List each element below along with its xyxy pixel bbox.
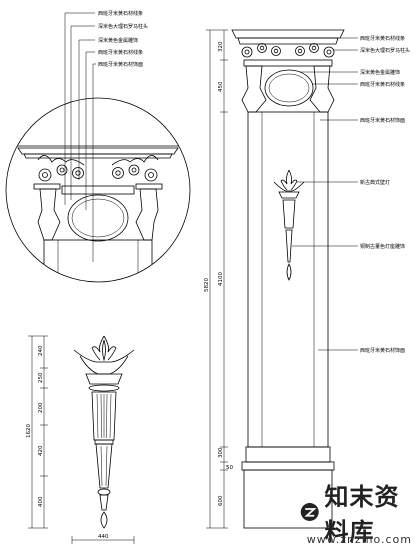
watermark: 知末资料库 www.znzmo.com [300,483,418,555]
lamp-dim-2: 250 [38,372,44,383]
column-label-6: 新古典式壁灯 [360,179,390,186]
detail-circle [5,97,191,283]
lamp-dim-3: 200 [38,402,44,413]
lamp-dim-1: 240 [38,345,44,356]
watermark-brand: 知末资料库 [324,483,400,546]
lamp-dim-total: 1620 [26,424,32,438]
lamp-dim-4: 420 [38,445,44,456]
detail-label-4: 西班牙米黄石材线条 [98,49,143,56]
column-label-3: 深米黄色金属雕饰 [360,69,400,76]
column-dim-1: 320 [218,41,224,52]
column-dim-4: 300 [218,447,224,458]
detail-label-5: 西班牙米黄石材饰面 [98,61,143,68]
column-label-8: 西班牙米黄石材饰面 [360,347,405,354]
column-label-1: 西班牙米黄石材线条 [360,35,405,42]
column-dim-6: 600 [218,495,224,506]
column-elevation: 320 450 4100 300 50 600 5820 [204,29,410,529]
column-dim-total: 5820 [204,278,210,292]
column-label-2: 深米色大理石罗马柱头 [360,47,410,54]
column-label-5: 西班牙米黄石材饰面 [360,117,405,124]
capital-detail: 西班牙米黄石材线条 深米色大理石罗马柱头 深米黄色金属雕饰 西班牙米黄石材线条 … [5,10,191,283]
column-label-7: 铜制古董色灯座雕饰 [360,243,405,250]
brand-logo-icon [300,503,319,521]
column-label-4: 西班牙米黄石材线条 [360,81,405,88]
column-dim-5: 50 [226,465,233,471]
column-dim-2: 450 [218,81,224,92]
detail-leaders [64,12,96,262]
column-dim-3: 4100 [218,272,224,286]
detail-label-1: 西班牙米黄石材线条 [98,10,143,17]
detail-label-3: 深米黄色金属雕饰 [98,37,138,44]
lamp-dim-5: 400 [38,496,44,507]
lamp-width-dim: 440 [98,534,109,540]
wall-sconce-elevation: 240 250 200 420 400 1620 [26,335,135,544]
detail-label-2: 深米色大理石罗马柱头 [98,23,148,30]
watermark-url: www.znzmo.com [306,533,412,546]
